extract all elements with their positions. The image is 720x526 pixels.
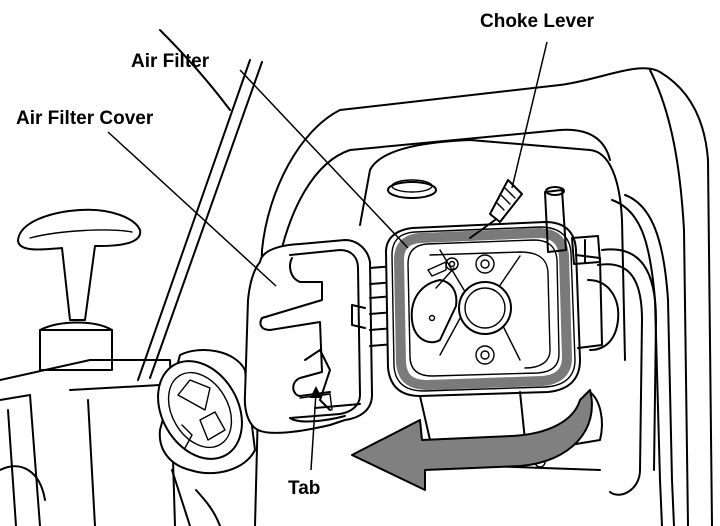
choke-lever-leader — [511, 41, 548, 189]
tab-label: Tab — [288, 478, 320, 499]
air-filter-cover-leader — [107, 131, 277, 287]
tab-leader-arrowhead — [310, 386, 322, 398]
air-filter-cover-shape — [243, 239, 373, 434]
choke-lever-shape — [469, 179, 523, 239]
starter-handle — [17, 208, 142, 371]
leader-lines — [107, 41, 548, 471]
air-filter-element — [384, 220, 582, 398]
air-filter-leader — [239, 69, 409, 249]
engine-housing — [254, 67, 713, 526]
air-filter-label: Air Filter — [131, 51, 210, 72]
choke-lever-label: Choke Lever — [480, 11, 595, 32]
tab-leader — [310, 391, 317, 471]
rotation-arrow — [351, 389, 593, 491]
oil-fill-cap — [157, 349, 256, 475]
engine-body-left — [0, 29, 263, 526]
air-filter-cover-label: Air Filter Cover — [16, 108, 154, 129]
